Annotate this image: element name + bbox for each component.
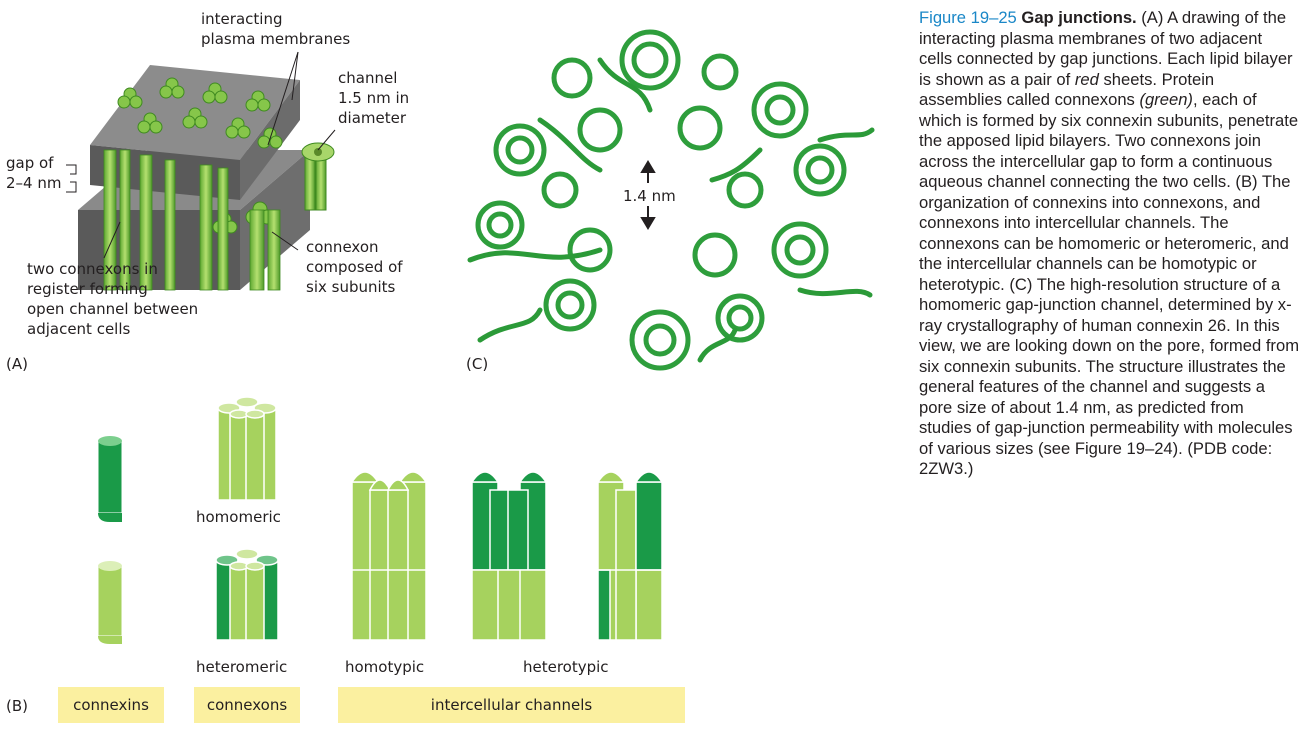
box-connexins: connexins bbox=[58, 687, 164, 723]
box-connexons: connexons bbox=[194, 687, 300, 723]
channel-heterotypic-2 bbox=[598, 472, 662, 640]
connexon-heteromeric bbox=[216, 549, 278, 640]
figure-number: Figure 19–25 bbox=[919, 8, 1017, 27]
label-homotypic: homotypic bbox=[345, 657, 424, 677]
channel-heterotypic-1 bbox=[472, 472, 546, 640]
label-homomeric: homomeric bbox=[196, 507, 281, 527]
connexin-dark bbox=[98, 436, 122, 522]
caption-em-red: red bbox=[1075, 70, 1099, 89]
caption-em-green: (green) bbox=[1139, 90, 1193, 109]
figure-title: Gap junctions. bbox=[1021, 8, 1136, 27]
figure-caption: Figure 19–25 Gap junctions. (A) A drawin… bbox=[919, 8, 1299, 480]
connexin-light bbox=[98, 561, 122, 644]
channel-homotypic bbox=[352, 472, 426, 640]
label-heterotypic: heterotypic bbox=[523, 657, 609, 677]
box-intercellular-channels: intercellular channels bbox=[338, 687, 685, 723]
caption-text-3: , each of which is formed by six connexi… bbox=[919, 90, 1299, 478]
label-heteromeric: heteromeric bbox=[196, 657, 287, 677]
connexon-homomeric bbox=[218, 397, 276, 500]
panel-b-letter: (B) bbox=[6, 697, 28, 715]
